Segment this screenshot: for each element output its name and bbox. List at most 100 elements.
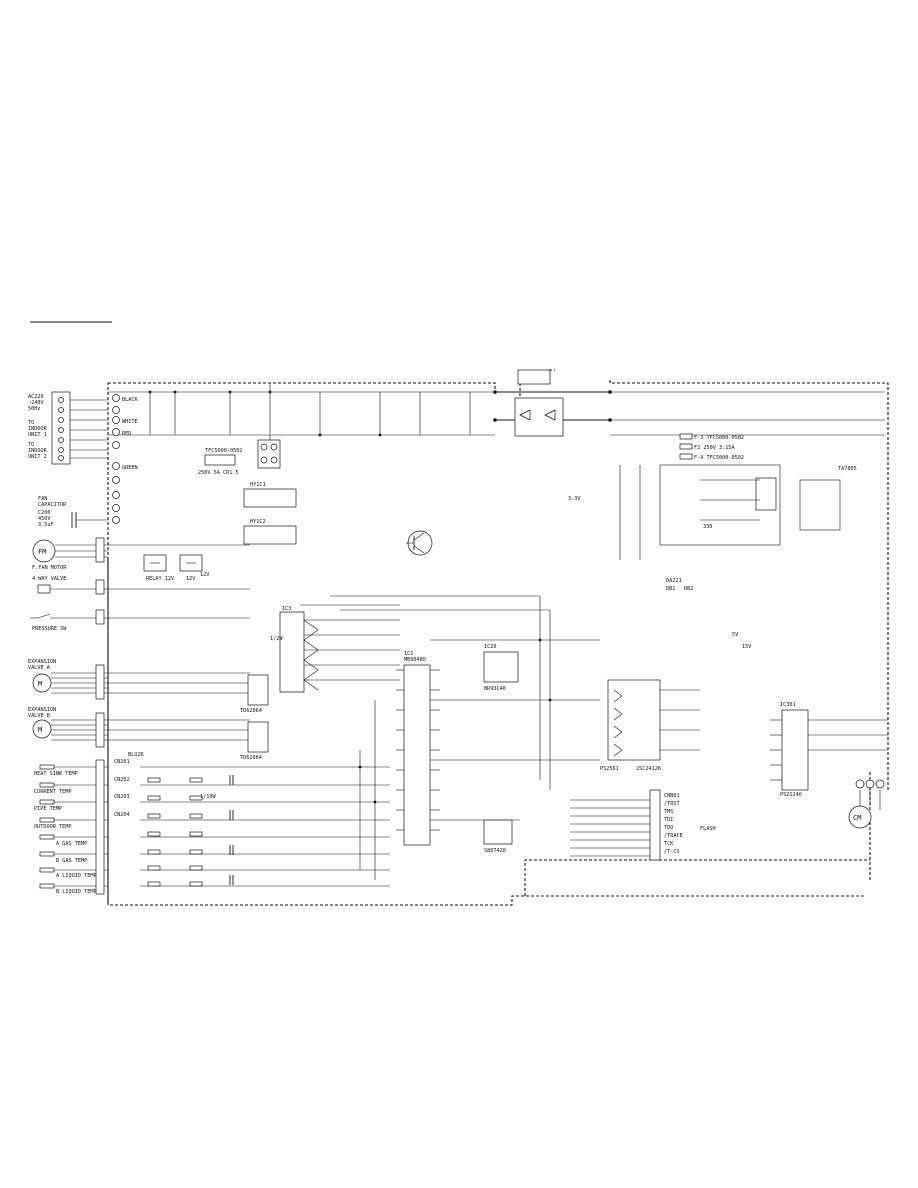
transformer-label-1: HY1C1 [250, 482, 266, 488]
mcu-ic1 [396, 664, 440, 846]
ic20-part: BR93C46 [484, 686, 506, 692]
eeprom-ic20 [483, 651, 519, 683]
misc-12v: 12V [200, 572, 209, 578]
misc-da221: DA221 [666, 578, 682, 584]
header-pin-6: TCK [664, 841, 674, 847]
sensor-label-4: A GAS TEMP [56, 841, 87, 847]
sensor-label-0: HEAT SINK TEMP [34, 771, 78, 777]
compressor-symbol: CM [853, 814, 861, 822]
fan-cap-label-3: 450V [38, 516, 51, 522]
header-pin-4: TDO [664, 825, 673, 831]
wire-color-1: WHITE [122, 419, 138, 425]
fan-motor-label: F.FAN MOTOR [32, 565, 67, 571]
ipm-ic301 [770, 709, 888, 791]
transformer-label-2: HY1C2 [250, 519, 266, 525]
passive-array-left [147, 775, 234, 887]
switching-supply [619, 464, 841, 560]
wire-color-7: GREEN [122, 465, 138, 471]
transistor-label: 2SC2412K [636, 766, 662, 772]
driver-ic-4 [247, 674, 269, 706]
exp-a-label2: VALVE A [28, 665, 51, 671]
relay-label-1: 12V [186, 576, 195, 582]
sensor-label-6: A LIQUID TEMP [56, 873, 97, 879]
ic1-id: IC1 [404, 651, 413, 657]
misc-db1: DB1 [666, 586, 675, 592]
junction-dots [148, 390, 612, 804]
opto-label: PS2561 [600, 766, 619, 772]
misc-330: 330 [703, 524, 712, 530]
reset-ic [483, 819, 513, 845]
exp-a-symbol: M [38, 680, 42, 688]
misc-blo2r: BLO2R [128, 752, 144, 758]
four-way-label: 4-WAY VALVE [32, 576, 66, 582]
input-label-0: AC220 [28, 394, 44, 400]
fuse-array [679, 433, 693, 460]
header-pin-5: /TRACE [664, 833, 683, 839]
input-label-2: TO [28, 442, 34, 448]
wire-color-2: RED [122, 431, 131, 437]
relay-block [143, 554, 203, 572]
regulator-ic6 [755, 477, 777, 511]
fan-motor [32, 539, 108, 563]
connector-label-2: CN203 [114, 794, 130, 800]
input-sub2-2: UNIT 2 [28, 454, 47, 460]
signal-bus [108, 544, 600, 887]
misc-5v: 5V [732, 632, 738, 638]
ic301-part: PS21246 [780, 792, 802, 798]
ic3-id: IC3 [282, 606, 291, 612]
input-sub-1: INDOOR [28, 426, 48, 432]
pcb-boundary-inner [107, 560, 870, 905]
input-sub-2: INDOOR [28, 448, 48, 454]
fan-motor-symbol: FM [38, 548, 46, 556]
left-connector-strips [95, 537, 105, 895]
power-rails [108, 383, 885, 440]
exp-a-label: EXPANSION [28, 659, 56, 665]
fan-cap-label-1: CAPACITOR [38, 502, 67, 508]
sensor-label-5: B GAS TEMP [56, 858, 87, 864]
connector-column [112, 394, 120, 524]
input-terminal-block [51, 391, 108, 465]
connector-label-1: CN202 [114, 777, 130, 783]
exp-b-label2: VALVE B [28, 713, 50, 719]
misc-tenthwatt: 1/10W [200, 794, 216, 800]
input-label-1: TO [28, 420, 34, 426]
misc-33v: 3.3V [568, 496, 581, 502]
fuse-label-1: F2 250V 3.15A [694, 445, 735, 451]
flash-label: FLASH [700, 826, 716, 832]
compressor [848, 779, 885, 829]
pressure-sw-label: PRESSURE SW [32, 626, 67, 632]
misc-db2: DB2 [684, 586, 693, 592]
fan-cap-label-4: 3.5uF [38, 522, 54, 528]
input-sub2-0: 50Hz [28, 406, 41, 412]
exp-b-label: EXPANSION [28, 707, 56, 713]
header-pin-1: /TRST [664, 801, 680, 807]
input-sub-0: ~240V [28, 400, 44, 406]
ic4-part: TD62064 [240, 708, 262, 714]
fuse-label-2: F-4 TFC5000-0502 [694, 455, 744, 461]
header-pin-7: /T-CS [664, 849, 680, 855]
header-pin-3: TDI [664, 817, 673, 823]
fan-cap-label-2: C200 [38, 510, 51, 516]
fan-capacitor [71, 512, 108, 528]
driver-ic-3 [279, 611, 319, 693]
misc-halfwatt: 1/2W [270, 636, 283, 642]
reset-ic-part: S807420 [484, 848, 506, 854]
misc-15v: 15V [742, 644, 751, 650]
connector-label-3: CN204 [114, 812, 130, 818]
wire-color-0: BLACK [122, 397, 138, 403]
header-pin-0: CNB01 [664, 793, 680, 799]
driver-ic-5 [247, 721, 269, 753]
debug-header [570, 789, 661, 861]
relay-label-0: RELAY 12V [146, 576, 174, 582]
ic20-id: IC20 [484, 644, 497, 650]
connector-label-0: CN201 [114, 759, 130, 765]
exp-b-symbol: M [38, 726, 42, 734]
power-transistor [406, 530, 433, 556]
optocoupler-array [607, 679, 700, 761]
fuse-label-0: F-3 TFC5000-0502 [694, 435, 744, 441]
fan-cap-label-0: FAN [38, 496, 47, 502]
input-sub2-1: UNIT 1 [28, 432, 47, 438]
sensor-label-1: CURRENT TEMP [34, 789, 71, 795]
bridge-rectifier [514, 369, 564, 437]
